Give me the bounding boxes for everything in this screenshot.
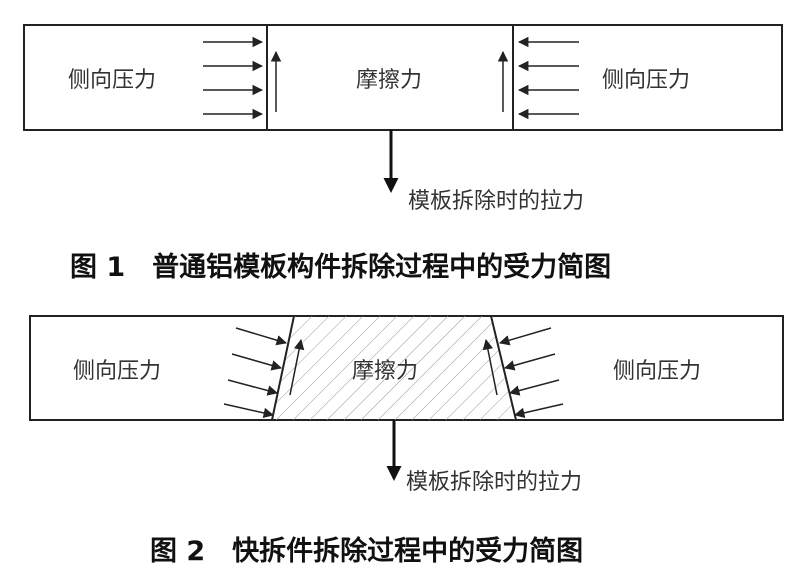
figure1-outer-box	[23, 24, 783, 131]
pressure-arrow	[235, 327, 288, 346]
figure2-left-pressure-arrows	[223, 327, 288, 419]
figure2-right-label: 侧向压力	[613, 359, 701, 384]
figure2-middle-label: 摩擦力	[352, 359, 418, 384]
pressure-arrow	[223, 403, 275, 419]
figure1-right-pressure-arrows	[517, 36, 579, 120]
pressure-arrow	[231, 353, 283, 371]
figure2-hatch-fill	[272, 316, 516, 420]
figure2-friction-arrow-right	[482, 338, 498, 396]
figure2-pull-label: 模板拆除时的拉力	[406, 470, 582, 495]
figure2-friction-arrow-left	[289, 338, 305, 396]
figure1-middle-label: 摩擦力	[356, 68, 422, 93]
figure1-left-pressure-arrows	[203, 36, 264, 120]
figure2-caption: 图 2 快拆件拆除过程中的受力简图	[150, 535, 583, 567]
figure2-right-slanted-edge	[490, 315, 517, 421]
pressure-arrow	[227, 379, 279, 396]
pressure-arrow	[503, 353, 556, 371]
pressure-arrow	[508, 379, 560, 396]
figure-1: 侧向压力 摩擦力 侧向压力 模板拆除时的拉力 图 1 普通铝模板构件拆除过程中的…	[23, 24, 783, 283]
figure-2: 侧向压力 摩擦力 侧向压力 模板拆除时的拉力 图 2 快拆件拆除过程中的受力简图	[29, 315, 784, 567]
figure1-right-label: 侧向压力	[602, 68, 690, 93]
figure2-left-label: 侧向压力	[73, 359, 161, 384]
figure2-right-pressure-arrows	[498, 327, 564, 419]
figure2-left-slanted-edge	[271, 315, 295, 421]
pressure-arrow	[498, 327, 552, 346]
pressure-arrow	[513, 403, 564, 419]
figure1-caption: 图 1 普通铝模板构件拆除过程中的受力简图	[70, 251, 611, 283]
figure1-left-label: 侧向压力	[68, 68, 156, 93]
figure1-pull-label: 模板拆除时的拉力	[408, 189, 584, 214]
